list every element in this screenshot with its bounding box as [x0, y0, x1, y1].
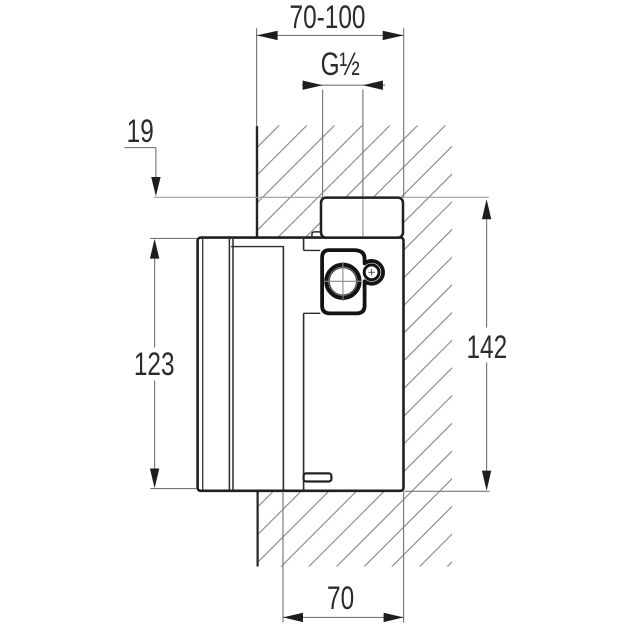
- svg-text:142: 142: [466, 330, 507, 366]
- svg-text:70-100: 70-100: [290, 0, 366, 36]
- svg-text:123: 123: [134, 347, 175, 383]
- svg-text:70: 70: [327, 581, 354, 617]
- svg-text:19: 19: [127, 114, 154, 150]
- svg-text:G½: G½: [321, 47, 360, 83]
